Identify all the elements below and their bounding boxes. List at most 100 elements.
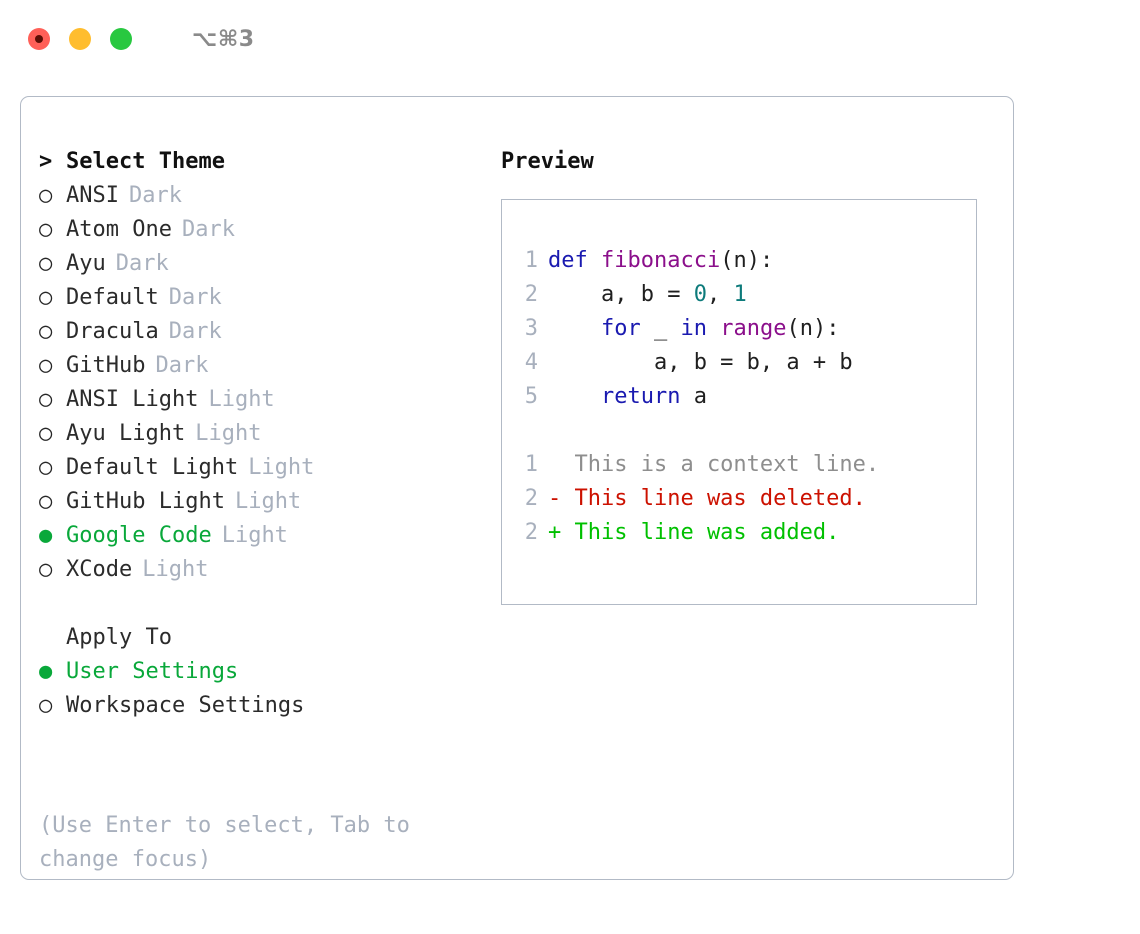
theme-name-label: XCode xyxy=(66,557,133,582)
theme-name-label: ANSI Light xyxy=(66,387,199,412)
code-text: def fibonacci(n): xyxy=(548,244,773,278)
code-text: + This line was added. xyxy=(548,516,839,550)
minimize-button-icon[interactable] xyxy=(69,28,91,50)
preview-title: Preview xyxy=(501,149,594,174)
code-token: range xyxy=(720,316,787,341)
code-token: , xyxy=(706,282,734,307)
window-controls xyxy=(28,28,132,50)
code-token: a, b = xyxy=(548,282,694,307)
list-spacer xyxy=(39,587,489,621)
code-token xyxy=(707,316,720,341)
radio-unselected-icon[interactable]: ○ xyxy=(39,217,53,242)
code-text: - This line was deleted. xyxy=(548,482,866,516)
line-number: 2 xyxy=(524,520,538,545)
radio-selected-icon[interactable]: ● xyxy=(39,659,53,684)
radio-unselected-icon[interactable]: ○ xyxy=(39,489,53,514)
prompt-caret-icon: > xyxy=(39,149,53,174)
code-line: 5 return a xyxy=(502,380,976,414)
theme-variant-badge: Dark xyxy=(115,251,169,276)
theme-list-item[interactable]: ○ Dracula Dark xyxy=(39,315,489,349)
theme-name-label: Ayu xyxy=(66,251,106,276)
theme-variant-badge: Light xyxy=(208,387,275,412)
code-token: _ xyxy=(640,316,681,341)
radio-unselected-icon[interactable]: ○ xyxy=(39,421,53,446)
code-text: return a xyxy=(548,380,707,414)
code-token: in xyxy=(680,316,707,341)
code-line: 2 a, b = 0, 1 xyxy=(502,278,976,312)
code-token: for xyxy=(600,316,641,341)
code-token: This is a context line. xyxy=(548,452,880,477)
theme-variant-badge: Light xyxy=(234,489,302,514)
apply-to-header: Apply To xyxy=(39,621,489,655)
keyboard-shortcut-label: ⌥⌘3 xyxy=(192,26,255,52)
apply-to-option-list: ● User Settings ○ Workspace Settings xyxy=(39,655,489,723)
apply-to-option-label: User Settings xyxy=(66,659,239,684)
apply-to-option[interactable]: ● User Settings xyxy=(39,655,489,689)
apply-to-option[interactable]: ○ Workspace Settings xyxy=(39,689,489,723)
radio-unselected-icon[interactable]: ○ xyxy=(39,387,53,412)
theme-list-header: > Select Theme xyxy=(39,145,489,179)
radio-unselected-icon[interactable]: ○ xyxy=(39,285,53,310)
theme-name-label: GitHub xyxy=(66,353,146,378)
theme-variant-badge: Light xyxy=(221,523,288,548)
radio-unselected-icon[interactable]: ○ xyxy=(39,693,53,718)
theme-list-item[interactable]: ○ Atom One Dark xyxy=(39,213,489,247)
radio-unselected-icon[interactable]: ○ xyxy=(39,557,53,582)
close-button-icon[interactable] xyxy=(28,28,50,50)
theme-name-label: Default Light xyxy=(66,455,239,480)
line-number: 2 xyxy=(524,282,538,307)
apply-to-option-label: Workspace Settings xyxy=(66,693,305,718)
radio-unselected-icon[interactable]: ○ xyxy=(39,353,53,378)
code-token: + This line was added. xyxy=(548,520,840,545)
code-token: def xyxy=(548,248,601,273)
theme-name-label: GitHub Light xyxy=(66,489,225,514)
code-diff-separator xyxy=(502,414,976,448)
code-text: This is a context line. xyxy=(548,448,879,482)
theme-name-label: Dracula xyxy=(66,319,159,344)
theme-list-item[interactable]: ○ XCode Light xyxy=(39,553,489,587)
theme-variant-badge: Dark xyxy=(181,217,235,242)
keyboard-hint-text: (Use Enter to select, Tab to change focu… xyxy=(39,813,410,872)
code-token: a xyxy=(680,384,707,409)
radio-unselected-icon[interactable]: ○ xyxy=(39,251,53,276)
code-text: a, b = 0, 1 xyxy=(548,278,747,312)
apply-to-header-label: Apply To xyxy=(66,625,172,650)
theme-variant-badge: Light xyxy=(195,421,262,446)
line-number: 3 xyxy=(524,316,538,341)
radio-unselected-icon[interactable]: ○ xyxy=(39,183,53,208)
code-text: a, b = b, a + b xyxy=(548,346,853,380)
theme-variant-badge: Dark xyxy=(168,319,222,344)
theme-variant-badge: Light xyxy=(248,455,315,480)
maximize-button-icon[interactable] xyxy=(110,28,132,50)
theme-variant-badge: Light xyxy=(142,557,209,582)
diff-line: 2 + This line was added. xyxy=(502,516,976,550)
theme-list-item[interactable]: ○ Default Light Light xyxy=(39,451,489,485)
radio-selected-icon[interactable]: ● xyxy=(39,523,53,548)
theme-list-item[interactable]: ○ ANSI Light Light xyxy=(39,383,489,417)
radio-unselected-icon[interactable]: ○ xyxy=(39,455,53,480)
radio-unselected-icon[interactable]: ○ xyxy=(39,319,53,344)
theme-list-item[interactable]: ○ GitHub Light Light xyxy=(39,485,489,519)
theme-variant-badge: Dark xyxy=(128,183,182,208)
theme-list-item[interactable]: ○ Ayu Dark xyxy=(39,247,489,281)
theme-list-header-label: Select Theme xyxy=(66,149,225,174)
code-token: fibonacci xyxy=(600,248,721,273)
code-token xyxy=(548,316,601,341)
line-number: 4 xyxy=(524,350,538,375)
code-token: return xyxy=(600,384,681,409)
theme-name-label: Atom One xyxy=(66,217,172,242)
code-line: 4 a, b = b, a + b xyxy=(502,346,976,380)
